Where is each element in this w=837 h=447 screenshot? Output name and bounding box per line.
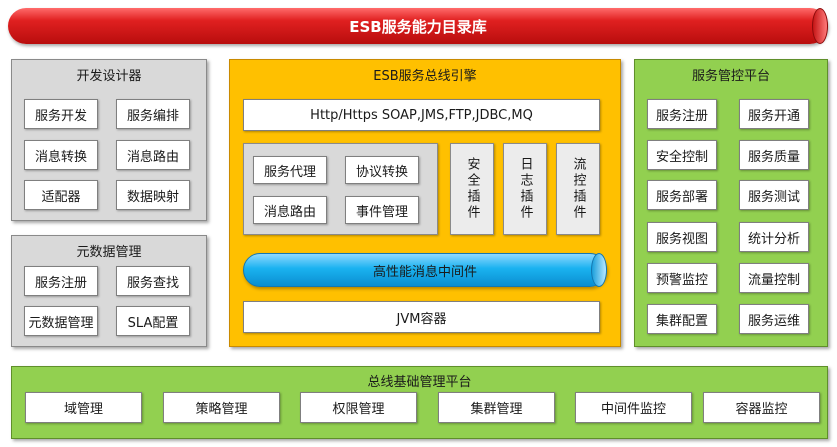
meta-item-metadata: 元数据管理 xyxy=(24,306,98,336)
plugin-flow-control-label: 流控插件 xyxy=(570,157,586,221)
meta-item-sla: SLA配置 xyxy=(116,306,190,336)
metadata-mgmt-title: 元数据管理 xyxy=(76,245,142,260)
base-item-container-monitor: 容器监控 xyxy=(703,392,820,423)
engine-item-proxy: 服务代理 xyxy=(253,156,327,184)
gov-item-quality: 服务质量 xyxy=(739,140,809,170)
dev-item-data-mapping: 数据映射 xyxy=(116,180,190,210)
dev-item-msg-routing: 消息路由 xyxy=(116,140,190,170)
gov-item-security: 安全控制 xyxy=(647,140,717,170)
gov-item-cluster: 集群配置 xyxy=(647,304,717,334)
metadata-mgmt-panel: 元数据管理 服务注册 服务查找 元数据管理 SLA配置 xyxy=(11,235,207,347)
message-middleware-cylinder: 高性能消息中间件 xyxy=(243,253,607,287)
gov-item-view: 服务视图 xyxy=(647,222,717,252)
plugin-security: 安全插件 xyxy=(450,143,494,235)
gov-item-ops: 服务运维 xyxy=(739,304,809,334)
plugin-flow-control: 流控插件 xyxy=(556,143,600,235)
gov-item-deploy: 服务部署 xyxy=(647,180,717,210)
governance-title: 服务管控平台 xyxy=(691,69,770,84)
dev-item-service-dev: 服务开发 xyxy=(24,99,98,129)
jvm-container-bar: JVM容器 xyxy=(243,301,600,333)
middleware-label: 高性能消息中间件 xyxy=(372,264,477,280)
engine-core-box: 服务代理 协议转换 消息路由 事件管理 xyxy=(243,143,438,235)
gov-item-register: 服务注册 xyxy=(647,99,717,129)
gov-item-statistics: 统计分析 xyxy=(739,222,809,252)
base-item-cluster: 集群管理 xyxy=(438,392,555,423)
engine-item-routing: 消息路由 xyxy=(253,196,327,224)
plugin-log: 日志插件 xyxy=(503,143,547,235)
base-platform-panel: 总线基础管理平台 域管理 策略管理 权限管理 集群管理 中间件监控 容器监控 xyxy=(11,366,828,439)
esb-catalog-title: ESB服务能力目录库 xyxy=(349,17,487,36)
esb-catalog-banner: ESB服务能力目录库 xyxy=(8,8,828,44)
cylinder-cap xyxy=(812,8,828,44)
esb-engine-panel: ESB服务总线引擎 Http/Https SOAP,JMS,FTP,JDBC,M… xyxy=(229,59,621,347)
meta-item-register: 服务注册 xyxy=(24,266,98,296)
meta-item-lookup: 服务查找 xyxy=(116,266,190,296)
gov-item-alert: 预警监控 xyxy=(647,263,717,293)
gov-item-activate: 服务开通 xyxy=(739,99,809,129)
base-item-domain: 域管理 xyxy=(25,392,142,423)
protocol-bar: Http/Https SOAP,JMS,FTP,JDBC,MQ xyxy=(243,99,600,131)
plugin-log-label: 日志插件 xyxy=(517,157,533,221)
dev-item-adapter: 适配器 xyxy=(24,180,98,210)
plugin-security-label: 安全插件 xyxy=(464,157,480,221)
base-platform-title: 总线基础管理平台 xyxy=(367,375,472,390)
base-item-middleware-monitor: 中间件监控 xyxy=(575,392,692,423)
base-item-policy: 策略管理 xyxy=(163,392,280,423)
dev-designer-panel: 开发设计器 服务开发 服务编排 消息转换 消息路由 适配器 数据映射 xyxy=(11,59,207,221)
dev-item-msg-transform: 消息转换 xyxy=(24,140,98,170)
engine-item-event-mgmt: 事件管理 xyxy=(345,196,419,224)
governance-panel: 服务管控平台 服务注册 服务开通 安全控制 服务质量 服务部署 服务测试 服务视… xyxy=(634,59,828,347)
dev-item-orchestration: 服务编排 xyxy=(116,99,190,129)
middleware-cylinder-cap xyxy=(591,253,607,287)
engine-item-protocol-convert: 协议转换 xyxy=(345,156,419,184)
gov-item-traffic: 流量控制 xyxy=(739,263,809,293)
gov-item-test: 服务测试 xyxy=(739,180,809,210)
base-item-permission: 权限管理 xyxy=(300,392,417,423)
esb-engine-title: ESB服务总线引擎 xyxy=(373,69,477,84)
dev-designer-title: 开发设计器 xyxy=(76,69,142,84)
